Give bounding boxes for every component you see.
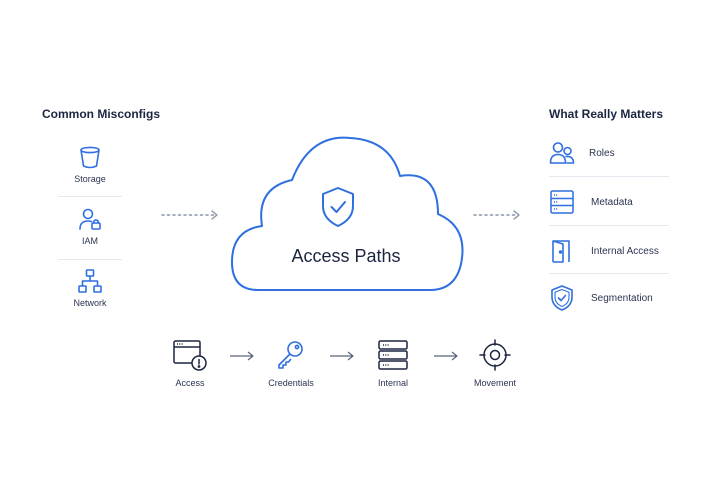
server-stack-icon xyxy=(378,340,408,370)
right-item-label: Metadata xyxy=(591,196,633,208)
right-item-segmentation: Segmentation xyxy=(549,278,669,318)
flow-arrow xyxy=(434,351,458,361)
flow-step-label: Movement xyxy=(473,378,517,388)
flow-step-access: Access xyxy=(150,338,230,388)
left-dotted-arrow xyxy=(161,210,218,220)
key-icon xyxy=(278,341,303,369)
server-list-icon xyxy=(550,190,574,214)
right-item-internal-access: Internal Access xyxy=(549,231,669,271)
window-alert-icon xyxy=(173,340,207,371)
network-icon xyxy=(78,269,102,293)
left-panel-heading: Common Misconfigs xyxy=(42,107,161,121)
right-divider xyxy=(549,225,669,226)
access-paths-cloud xyxy=(231,136,464,291)
left-item-label: Network xyxy=(73,298,107,308)
left-divider xyxy=(58,259,122,260)
door-icon xyxy=(552,240,570,263)
left-item-iam: IAM xyxy=(58,206,122,246)
shield-check-icon xyxy=(551,285,573,311)
flow-step-label: Access xyxy=(175,378,205,388)
left-item-label: Storage xyxy=(74,174,106,184)
left-divider xyxy=(58,196,122,197)
cloud-title: Access Paths xyxy=(291,246,401,266)
flow-step-label: Internal xyxy=(377,378,409,388)
crosshair-icon xyxy=(479,339,511,371)
flow-arrow xyxy=(330,351,354,361)
bucket-icon xyxy=(80,146,100,169)
right-divider xyxy=(549,273,669,274)
flow-arrow xyxy=(230,351,254,361)
right-panel-heading: What Really Matters xyxy=(549,107,664,121)
right-divider xyxy=(549,176,669,177)
user-lock-icon xyxy=(79,208,101,230)
right-item-label: Internal Access xyxy=(591,245,659,257)
flow-step-movement: Movement xyxy=(455,338,535,388)
flow-step-internal: Internal xyxy=(353,338,433,388)
flow-step-credentials: Credentials xyxy=(251,338,331,388)
left-item-storage: Storage xyxy=(58,144,122,184)
users-icon xyxy=(549,142,575,164)
right-item-roles: Roles xyxy=(549,133,669,173)
left-item-network: Network xyxy=(58,268,122,308)
right-item-metadata: Metadata xyxy=(549,182,669,222)
left-item-label: IAM xyxy=(81,236,98,246)
right-dotted-arrow xyxy=(473,210,520,220)
flow-step-label: Credentials xyxy=(268,378,314,388)
right-item-label: Segmentation xyxy=(591,292,653,304)
shield-check-icon xyxy=(322,187,354,227)
right-item-label: Roles xyxy=(589,147,615,159)
